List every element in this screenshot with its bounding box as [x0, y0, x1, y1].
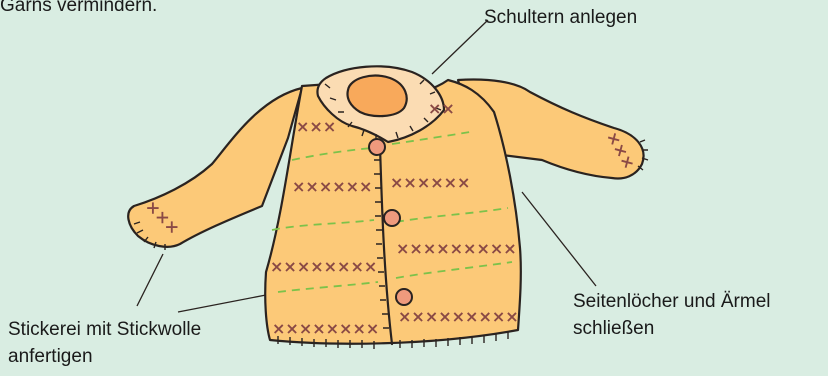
cross-stitch-row: ×××	[296, 117, 336, 136]
button-middle	[384, 210, 400, 226]
pointer-shoulders	[432, 20, 488, 74]
button-bottom	[396, 289, 412, 305]
cross-stitch-row: ××××××××	[272, 319, 379, 338]
left-sleeve	[128, 88, 302, 247]
cross-stitch-row: ××××××××	[270, 257, 377, 276]
cross-stitch-row: ××××××	[390, 173, 470, 192]
pointer-embroidery-body	[178, 295, 266, 312]
button-top	[369, 139, 385, 155]
cross-stitch-row: ××××××	[292, 177, 372, 196]
cross-stitch-row: ×××××××××	[396, 239, 517, 258]
neck-hole	[348, 76, 407, 116]
pointer-sides	[522, 192, 596, 286]
pointer-embroidery-sleeve	[137, 254, 163, 306]
cross-stitch-row: ×××××××××	[398, 307, 519, 326]
cross-stitch-row: ××	[428, 99, 455, 118]
